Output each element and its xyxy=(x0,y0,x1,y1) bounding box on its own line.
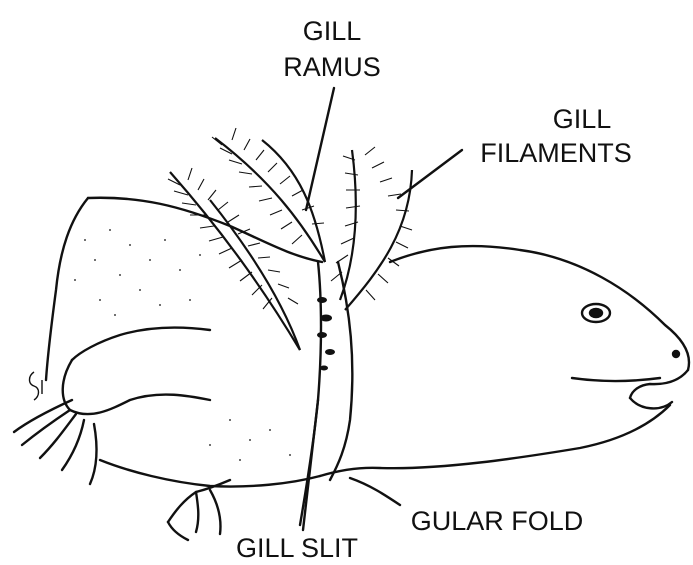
body-stippling xyxy=(74,229,291,461)
label-gill-filaments-line2: FILAMENTS xyxy=(480,138,632,168)
label-gular-fold: GULAR FOLD xyxy=(411,506,584,536)
artist-mark xyxy=(30,372,43,400)
gill-slit-leader xyxy=(303,400,318,530)
salamander-body xyxy=(14,198,689,540)
gill-filaments-leader xyxy=(398,150,462,198)
label-gill-ramus-line1: GILL xyxy=(303,16,362,46)
label-gill-slit: GILL SLIT xyxy=(236,533,358,563)
leader-lines xyxy=(303,88,462,530)
label-gill-ramus-line2: RAMUS xyxy=(283,52,381,82)
gular-fold-leader xyxy=(350,478,400,505)
gill-filaments xyxy=(168,128,412,350)
gill-ramus-leader xyxy=(306,88,334,210)
label-gill-filaments-line1: GILL xyxy=(553,104,612,134)
